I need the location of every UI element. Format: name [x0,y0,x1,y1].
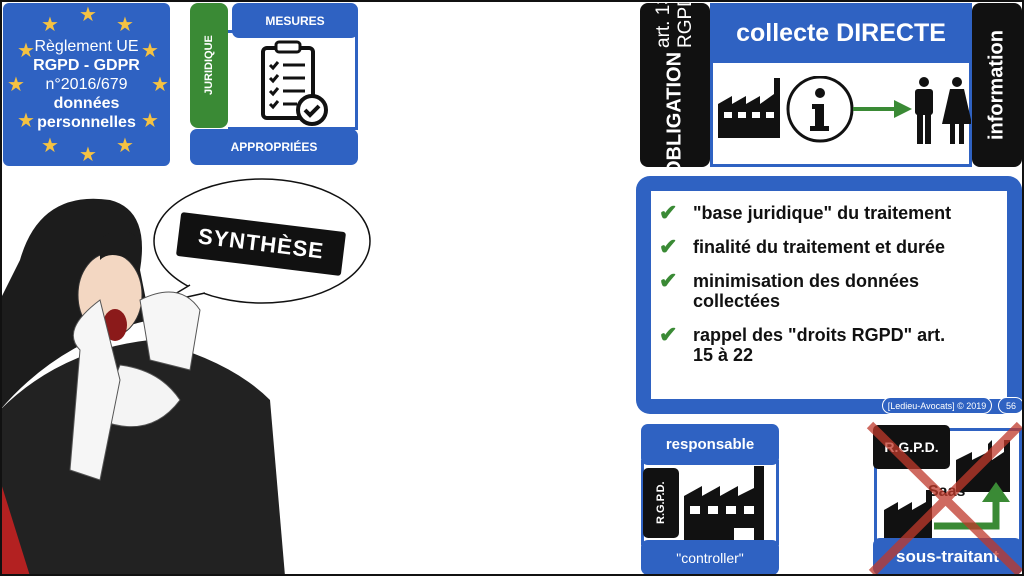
information-checklist: ✔"base juridique" du traitement ✔finalit… [636,176,1022,414]
star-icon: ★ [17,110,35,132]
star-icon: ★ [116,135,134,157]
eu-line5: personnelles [37,114,136,131]
factory-icon [718,78,780,138]
checkmark-icon: ✔ [659,322,678,347]
checklist-item: ✔finalité du traitement et durée [659,234,946,259]
cross-out-icon [866,421,1024,576]
obligation-title: OBLIGATION [663,52,686,177]
responsable-label: responsable [641,424,779,465]
eu-line1: Règlement UE [34,38,139,55]
checklist-item: ✔minimisation des données collectées [659,268,920,312]
collecte-directe-header: collecte DIRECTE [710,3,972,63]
controller-label: "controller" [641,540,779,575]
info-icon [786,76,854,143]
checklist-item: ✔"base juridique" du traitement [659,200,952,225]
obligation-label: OBLIGATION art. 13 RGPD [640,0,710,176]
checkmark-icon: ✔ [659,234,678,259]
juridique-label: JURIDIQUE [190,3,228,128]
clipboard-check-icon [261,40,328,126]
checkmark-icon: ✔ [659,200,678,225]
copyright-footer: [Ledieu-Avocats] © 2019 [882,397,992,414]
eu-line3: n°2016/679 [45,76,128,93]
eu-regulation-box: ★ ★ ★ ★ ★ ★ ★ ★ ★ ★ ★ ★ Règlement UE RGP… [3,3,170,166]
eu-line4: données [53,95,120,112]
checkmark-icon: ✔ [659,268,678,293]
mesures-label: MESURES [232,3,358,38]
obligation-article: art. 13 RGPD [653,0,696,49]
information-label: information [972,3,1022,167]
star-icon: ★ [151,74,169,96]
star-icon: ★ [79,144,97,166]
eu-line2: RGPD - GDPR [33,57,140,74]
factory-icon [684,466,764,540]
star-icon: ★ [141,110,159,132]
checklist-item: ✔rappel des "droits RGPD" art. 15 à 22 [659,322,946,366]
lawyer-character-illustration [0,198,285,576]
star-icon: ★ [41,14,59,36]
information-flow-icons [718,76,971,144]
star-icon: ★ [7,74,25,96]
star-icon: ★ [116,14,134,36]
people-icon [915,77,971,144]
star-icon: ★ [141,40,159,62]
rgpd-badge: R.G.P.D. [643,468,679,538]
page-number: 56 [998,397,1024,414]
star-icon: ★ [41,135,59,157]
star-icon: ★ [17,40,35,62]
star-icon: ★ [79,4,97,26]
appropriees-label: APPROPRIÉES [190,129,358,165]
arrow-icon [853,100,912,118]
